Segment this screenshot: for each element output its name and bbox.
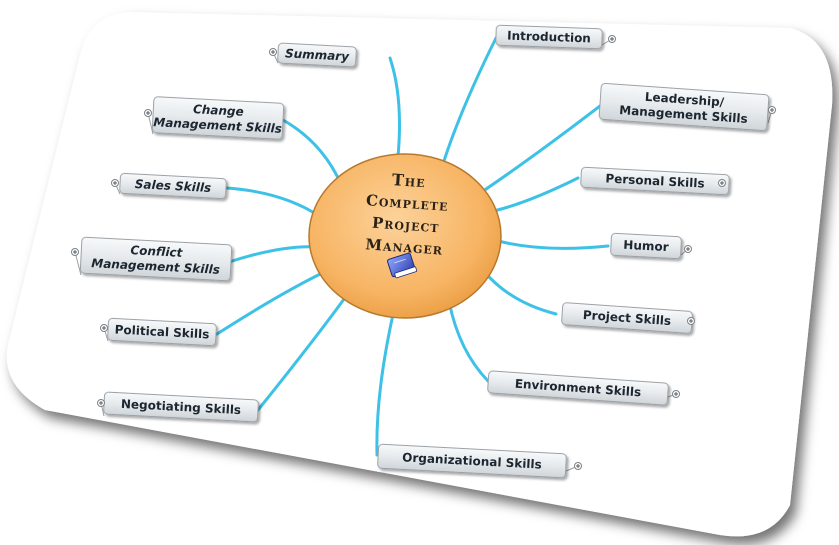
- connector-change-management-skills: [281, 118, 343, 186]
- central-topic-line: Complete: [365, 191, 449, 215]
- expand-plus-icon[interactable]: [71, 248, 79, 256]
- connector-organizational-skills: [375, 309, 396, 457]
- node-label: Management Skills: [153, 115, 282, 136]
- node-label: Negotiating Skills: [121, 397, 242, 417]
- node-project-skills[interactable]: Project Skills: [561, 302, 693, 334]
- node-label: Sales Skills: [134, 177, 211, 195]
- node-leadership-management-skills[interactable]: Leadership/Management Skills: [598, 82, 770, 132]
- central-topic-line: Project: [371, 214, 440, 237]
- connector-environment-skills: [447, 299, 491, 384]
- node-box: [79, 236, 233, 282]
- expand-plus-icon[interactable]: [684, 245, 692, 253]
- node-box: [377, 443, 567, 479]
- node-environment-skills[interactable]: Environment Skills: [487, 370, 669, 406]
- node-label: Change: [193, 102, 244, 119]
- node-label: Humor: [623, 238, 669, 254]
- node-personal-skills[interactable]: Personal Skills: [580, 166, 730, 196]
- node-box: [487, 370, 669, 406]
- node-box: [610, 232, 682, 260]
- node-label: Management Skills: [91, 256, 220, 277]
- expand-plus-icon[interactable]: [608, 35, 616, 43]
- node-box: [495, 24, 603, 50]
- expand-plus-icon[interactable]: [574, 462, 582, 470]
- book-icon: [387, 252, 418, 279]
- node-box: [580, 166, 730, 196]
- node-label: Introduction: [507, 29, 591, 46]
- node-label: Summary: [285, 46, 351, 63]
- expand-plus-icon[interactable]: [269, 48, 277, 56]
- central-topic-line: Manager: [365, 235, 444, 258]
- node-box: [598, 82, 770, 132]
- node-label: Political Skills: [114, 323, 209, 342]
- connector-introduction: [440, 36, 498, 169]
- node-humor[interactable]: Humor: [610, 232, 682, 260]
- connector-negotiating-skills: [256, 292, 350, 412]
- connector-political-skills: [215, 269, 329, 336]
- central-topic-line: The: [391, 170, 426, 191]
- node-summary[interactable]: Summary: [277, 42, 357, 68]
- expand-plus-icon[interactable]: [718, 179, 726, 187]
- node-introduction[interactable]: Introduction: [495, 24, 603, 50]
- connector-leadership-management-skills: [476, 104, 602, 196]
- node-box: [151, 96, 285, 140]
- node-political-skills[interactable]: Political Skills: [107, 317, 217, 347]
- node-sales-skills[interactable]: Sales Skills: [119, 172, 227, 200]
- expand-plus-icon[interactable]: [687, 317, 695, 325]
- connector-humor: [491, 238, 610, 250]
- expand-plus-icon[interactable]: [100, 324, 108, 332]
- node-label: Leadership/: [644, 90, 725, 110]
- node-box: [107, 317, 217, 347]
- central-topic-bubble[interactable]: [308, 153, 502, 319]
- expand-plus-icon[interactable]: [672, 390, 680, 398]
- expand-plus-icon[interactable]: [768, 106, 776, 114]
- node-label: Project Skills: [582, 308, 671, 328]
- node-label: Personal Skills: [605, 171, 705, 190]
- node-negotiating-skills[interactable]: Negotiating Skills: [103, 391, 259, 423]
- node-box: [119, 172, 227, 200]
- node-box: [277, 42, 357, 68]
- expand-plus-icon[interactable]: [111, 179, 119, 187]
- connector-sales-skills: [225, 186, 322, 218]
- node-organizational-skills[interactable]: Organizational Skills: [377, 443, 567, 479]
- expand-plus-icon[interactable]: [144, 109, 152, 117]
- expand-plus-icon[interactable]: [97, 399, 105, 407]
- node-label: Conflict: [130, 243, 184, 260]
- connector-summary: [388, 56, 401, 163]
